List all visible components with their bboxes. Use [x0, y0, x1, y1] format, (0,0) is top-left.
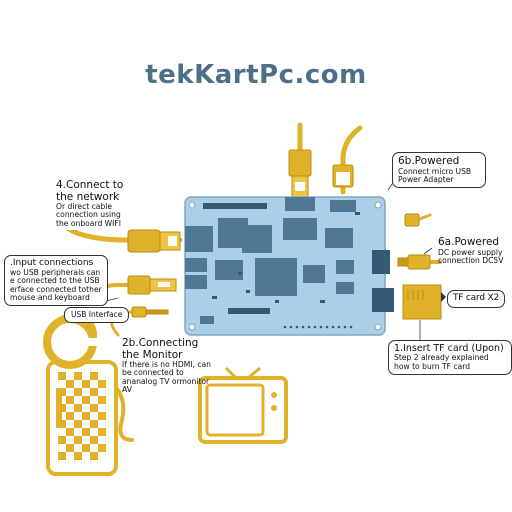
label-monitor-title: 2b.Connecting the Monitor	[122, 337, 199, 361]
label-powered-dc: 6a.Powered DC power supply connection DC…	[438, 236, 510, 265]
label-powered-micro-body: Connect micro USB Power Adapter	[398, 166, 472, 184]
brand-title: tekKartPc.com	[145, 60, 367, 90]
label-insert-tf: 1.Insert TF card (Upon) Step 2 already e…	[388, 340, 512, 376]
label-input-title: .Input connections	[10, 258, 94, 268]
label-monitor-body: If there is no HDMI, can be connected to…	[122, 360, 212, 395]
label-insert-tf-body: Step 2 already explained how to burn TF …	[394, 353, 489, 371]
label-tf-card: TF card X2	[447, 290, 506, 308]
label-network-body: Or direct cable connection using the onb…	[56, 202, 122, 228]
label-usb-interface: USB Interface	[64, 307, 130, 324]
board-icon	[184, 196, 394, 336]
micro-usb-cable-icon	[340, 125, 363, 195]
label-network: 4.Connect to the network Or direct cable…	[54, 178, 136, 231]
label-input-body: wo USB peripherals can e connected to th…	[10, 267, 102, 302]
tf-card-icon	[402, 284, 446, 320]
keyboard-icon	[46, 360, 118, 476]
label-network-title: 4.Connect to the network	[56, 179, 124, 203]
mouse-icon	[43, 312, 98, 369]
label-powered-dc-body: DC power supply connection DC5V	[438, 247, 504, 265]
tv-icon	[198, 366, 288, 444]
label-input: .Input connections wo USB peripherals ca…	[4, 255, 108, 307]
label-insert-tf-title: 1.Insert TF card (Upon)	[394, 343, 504, 354]
label-powered-micro: 6b.Powered Connect micro USB Power Adapt…	[392, 152, 486, 189]
hdmi-plug	[288, 149, 312, 199]
label-monitor: 2b.Connecting the Monitor If there is no…	[122, 337, 214, 395]
label-powered-dc-title: 6a.Powered	[438, 236, 500, 248]
label-powered-micro-title: 6b.Powered	[398, 155, 460, 167]
